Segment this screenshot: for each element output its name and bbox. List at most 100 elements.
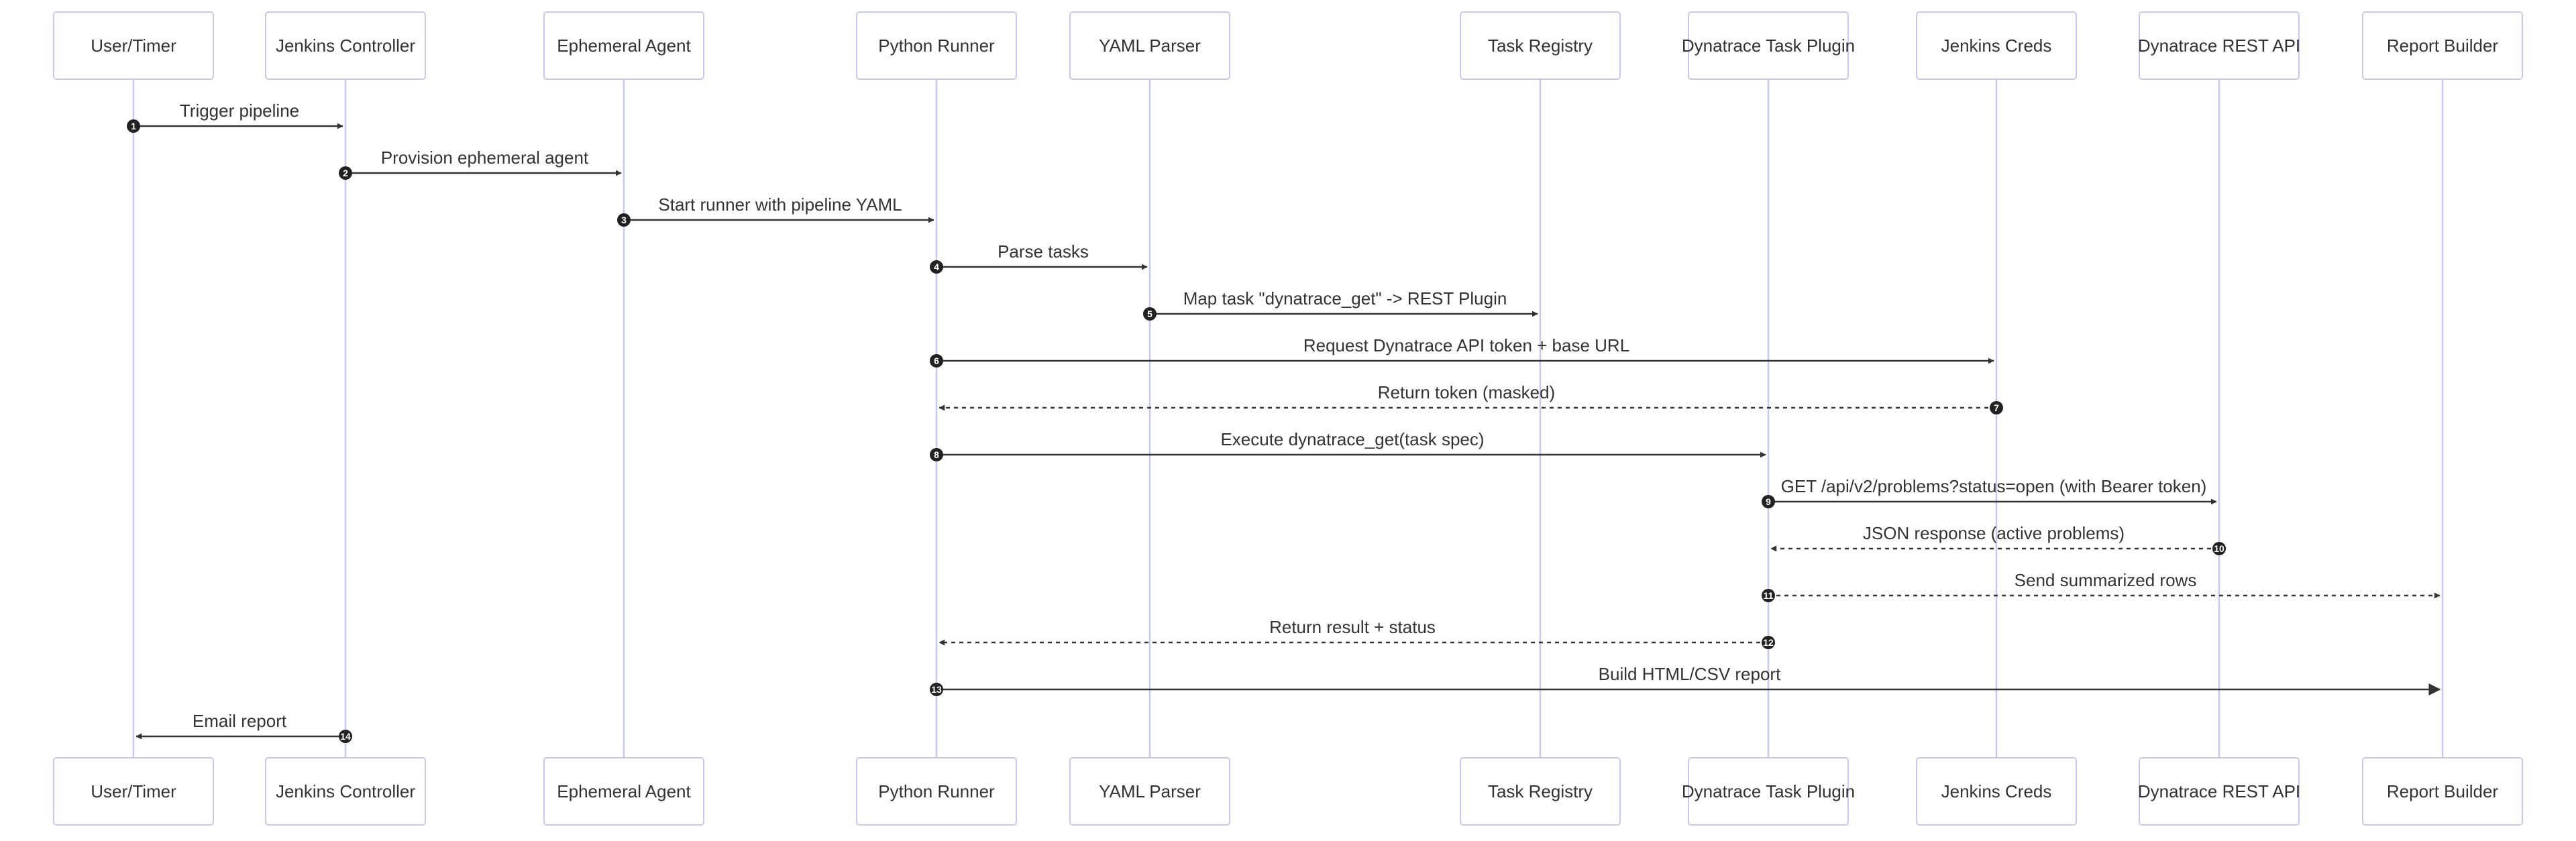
actor-jenkins-top[interactable]: Jenkins Controller: [265, 11, 426, 80]
message-13[interactable]: Build HTML/CSV report 13: [930, 664, 2441, 696]
message-label: Return token (masked): [1378, 382, 1555, 402]
sequence-dot: [1990, 401, 2003, 414]
actor-agent-bottom[interactable]: Ephemeral Agent: [543, 757, 704, 826]
lifelines: [132, 79, 2444, 758]
actor-label: Jenkins Controller: [276, 36, 415, 56]
actor-jenkins-bottom[interactable]: Jenkins Controller: [265, 757, 426, 826]
actor-agent-top[interactable]: Ephemeral Agent: [543, 11, 704, 80]
actor-label: Jenkins Controller: [276, 781, 415, 801]
sequence-number-text: 12: [1763, 637, 1774, 648]
actor-api-bottom[interactable]: Dynatrace REST API: [2138, 757, 2300, 826]
sequence-dot: [930, 448, 943, 461]
actor-label: Dynatrace Task Plugin: [1682, 36, 1855, 56]
message-label: Execute dynatrace_get(task spec): [1220, 429, 1484, 449]
sequence-number: 1: [127, 119, 140, 133]
message-14[interactable]: Email report 14: [136, 711, 352, 743]
actor-label: User/Timer: [91, 781, 176, 801]
actor-label: Ephemeral Agent: [557, 36, 691, 56]
sequence-dot: [1762, 636, 1775, 649]
sequence-dot: [127, 119, 140, 133]
actor-box: [1916, 757, 2077, 826]
actor-plugin-top[interactable]: Dynatrace Task Plugin: [1682, 11, 1855, 80]
actor-label: Python Runner: [878, 781, 995, 801]
actor-box: [1460, 757, 1621, 826]
sequence-number-text: 5: [1147, 309, 1152, 319]
actor-label: Ephemeral Agent: [557, 781, 691, 801]
sequence-number: 12: [1762, 636, 1775, 649]
actor-creds-top[interactable]: Jenkins Creds: [1916, 11, 2077, 80]
actor-runner-top[interactable]: Python Runner: [856, 11, 1017, 80]
sequence-dot: [339, 166, 352, 180]
sequence-dot: [1762, 589, 1775, 602]
actor-registry-top[interactable]: Task Registry: [1460, 11, 1621, 80]
sequence-number-text: 11: [1764, 590, 1774, 601]
actor-box: [2139, 757, 2300, 826]
actor-box: [265, 11, 426, 80]
sequence-number-text: 9: [1766, 496, 1771, 507]
message-label: GET /api/v2/problems?status=open (with B…: [1781, 476, 2207, 496]
actor-report-top[interactable]: Report Builder: [2362, 11, 2523, 80]
message-4[interactable]: Parse tasks 4: [930, 241, 1148, 274]
actor-registry-bottom[interactable]: Task Registry: [1460, 757, 1621, 826]
sequence-number: 13: [930, 683, 943, 696]
actor-box: [543, 11, 704, 80]
sequence-number: 2: [339, 166, 352, 180]
sequence-number-text: 1: [131, 121, 136, 131]
actor-label: Task Registry: [1488, 36, 1593, 56]
sequence-number: 9: [1762, 495, 1775, 508]
sequence-dot: [930, 260, 943, 274]
actor-user-top[interactable]: User/Timer: [53, 11, 214, 80]
actor-creds-bottom[interactable]: Jenkins Creds: [1916, 757, 2077, 826]
message-8[interactable]: Execute dynatrace_get(task spec) 8: [930, 429, 1766, 461]
sequence-number-text: 4: [934, 262, 939, 272]
message-label: JSON response (active problems): [1863, 523, 2125, 543]
actor-yaml-top[interactable]: YAML Parser: [1069, 11, 1230, 80]
sequence-number-text: 2: [343, 168, 348, 178]
actor-label: Task Registry: [1488, 781, 1593, 801]
message-10[interactable]: JSON response (active problems) 10: [1770, 523, 2226, 555]
sequence-number-text: 8: [934, 449, 939, 460]
actor-label: Report Builder: [2387, 781, 2499, 801]
sequence-number-text: 10: [2214, 543, 2224, 554]
sequence-number: 8: [930, 448, 943, 461]
sequence-dot: [930, 354, 943, 368]
sequence-number: 10: [2212, 542, 2226, 555]
message-9[interactable]: GET /api/v2/problems?status=open (with B…: [1762, 476, 2217, 508]
actor-plugin-bottom[interactable]: Dynatrace Task Plugin: [1682, 757, 1855, 826]
actor-box: [53, 11, 214, 80]
sequence-number: 5: [1143, 307, 1157, 321]
actor-box: [1688, 757, 1849, 826]
actor-yaml-bottom[interactable]: YAML Parser: [1069, 757, 1230, 826]
message-label: Parse tasks: [998, 241, 1089, 262]
message-6[interactable]: Request Dynatrace API token + base URL 6: [930, 335, 1994, 368]
sequence-number: 6: [930, 354, 943, 368]
message-7[interactable]: Return token (masked)7: [938, 382, 2003, 414]
message-2[interactable]: Provision ephemeral agent 2: [339, 148, 622, 180]
actor-label: YAML Parser: [1099, 781, 1201, 801]
sequence-number: 4: [930, 260, 943, 274]
sequence-number: 14: [339, 730, 352, 743]
actor-label: Jenkins Creds: [1941, 781, 2052, 801]
message-label: Email report: [193, 711, 287, 731]
sequence-dot: [617, 213, 631, 227]
actor-api-top[interactable]: Dynatrace REST API: [2138, 11, 2300, 80]
sequence-number: 3: [617, 213, 631, 227]
message-label: Request Dynatrace API token + base URL: [1303, 335, 1629, 355]
sequence-number-text: 13: [931, 684, 942, 695]
actor-box: [2139, 11, 2300, 80]
message-label: Build HTML/CSV report: [1599, 664, 1781, 684]
actor-report-bottom[interactable]: Report Builder: [2362, 757, 2523, 826]
actor-label: User/Timer: [91, 36, 176, 56]
actor-label: Dynatrace REST API: [2138, 36, 2300, 56]
actor-box: [856, 11, 1017, 80]
actor-user-bottom[interactable]: User/Timer: [53, 757, 214, 826]
message-label: Provision ephemeral agent: [381, 148, 589, 168]
sequence-dot: [339, 730, 352, 743]
actor-runner-bottom[interactable]: Python Runner: [856, 757, 1017, 826]
